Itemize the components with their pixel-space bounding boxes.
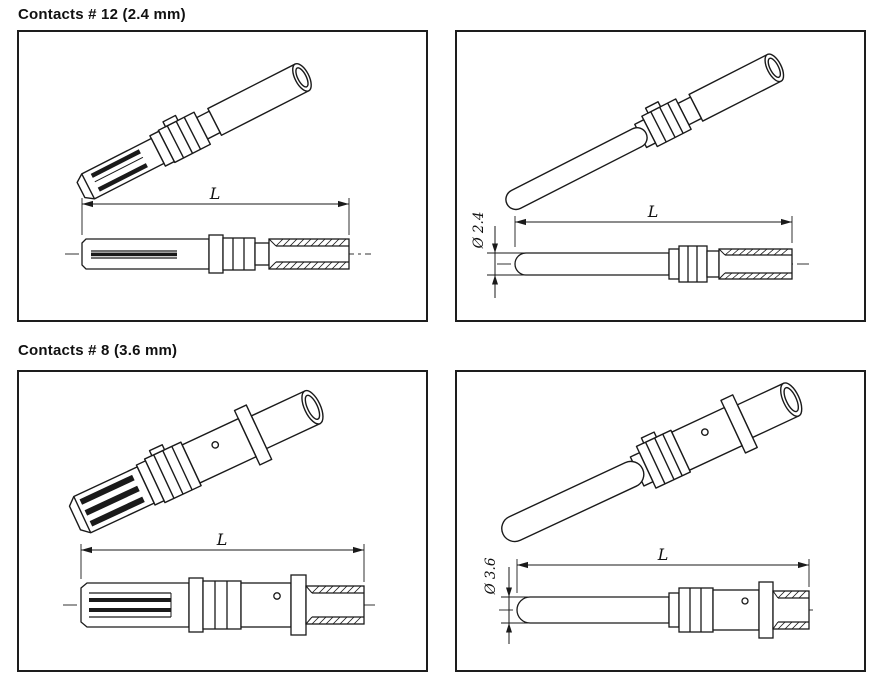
- section-title-contacts-12: Contacts # 12 (2.4 mm): [18, 6, 186, 23]
- socket-12-side-view: [65, 234, 371, 274]
- pin-12-isometric-view: [505, 53, 785, 211]
- socket-8-side-view: [63, 574, 375, 636]
- panel-pin-contact-12: L Ø 2.4: [455, 30, 866, 322]
- crimp-hatching: [777, 590, 807, 599]
- pin-12-diameter-dimension: Ø 2.4: [471, 212, 525, 298]
- pin-8-diameter-dimension: Ø 3.6: [483, 557, 529, 644]
- length-dimension-label: L: [657, 545, 669, 564]
- length-dimension-label: L: [209, 184, 221, 203]
- panel-socket-contact-8: L: [17, 370, 428, 672]
- crimp-hatching: [275, 261, 347, 270]
- pin-8-isometric-view: [501, 382, 803, 543]
- socket-12-length-dimension: L: [81, 184, 350, 235]
- diameter-dimension-label: Ø 2.4: [471, 212, 487, 250]
- panel-pin-contact-8: L Ø 3.6: [455, 370, 866, 672]
- pin-8-length-dimension: L: [516, 545, 810, 593]
- crimp-hatching: [777, 621, 807, 630]
- pin-12-drawing: L Ø 2.4: [471, 53, 809, 298]
- crimp-hatching: [724, 248, 789, 256]
- socket-8-length-dimension: L: [80, 530, 365, 582]
- length-dimension-label: L: [647, 202, 659, 221]
- pin-12-length-dimension: L: [514, 202, 793, 247]
- length-dimension-label: L: [216, 530, 228, 549]
- socket-12-drawing: L: [65, 62, 371, 274]
- crimp-hatching: [275, 238, 347, 247]
- pin-8-side-view: [499, 581, 817, 639]
- crimp-hatching: [724, 272, 789, 280]
- crimp-hatching: [311, 616, 362, 625]
- diameter-dimension-label: Ø 3.6: [483, 557, 499, 595]
- section-title-contacts-8: Contacts # 8 (3.6 mm): [18, 342, 178, 359]
- pin-8-drawing: L Ø 3.6: [483, 382, 817, 644]
- pin-12-side-view: [497, 245, 809, 283]
- crimp-hatching: [311, 585, 362, 594]
- panel-socket-contact-12: L: [17, 30, 428, 322]
- socket-8-drawing: L: [63, 389, 375, 636]
- socket-12-isometric-view: [76, 62, 312, 200]
- socket-8-isometric-view: [68, 389, 324, 534]
